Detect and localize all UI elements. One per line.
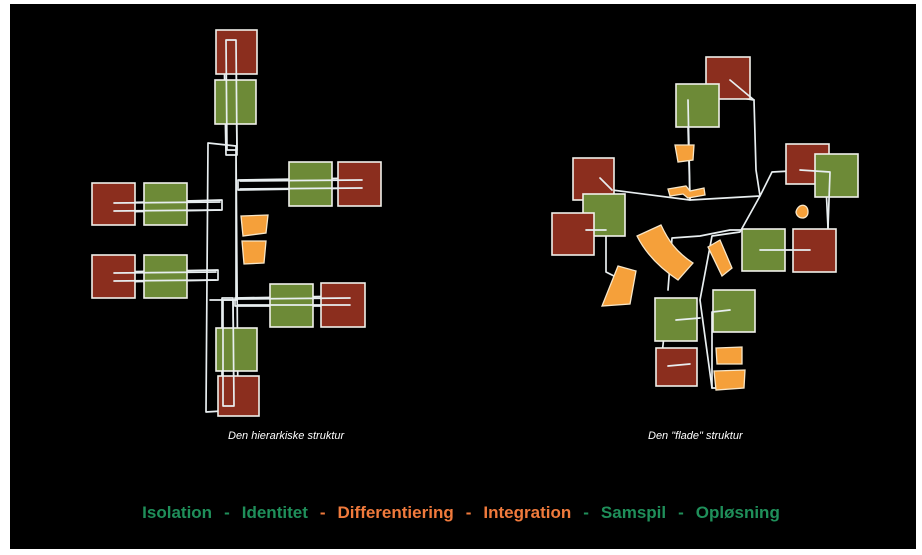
- room-green: [288, 161, 333, 207]
- room-green: [214, 79, 257, 125]
- shared-space: [715, 346, 743, 365]
- shared-space: [713, 369, 746, 391]
- room-red: [217, 375, 260, 417]
- caption-flat: Den "flade" struktur: [648, 430, 743, 442]
- stage-separator: -: [583, 503, 589, 522]
- stage-label: Integration: [483, 503, 572, 522]
- flat-structure-sketch: [551, 56, 859, 391]
- stage-label: Isolation: [142, 503, 213, 522]
- room-red: [572, 157, 615, 201]
- shared-space: [636, 224, 694, 281]
- room-red: [91, 254, 136, 299]
- room-green: [143, 254, 188, 299]
- shared-space: [240, 214, 269, 237]
- room-red: [551, 212, 595, 256]
- stage-label: Differentiering: [337, 503, 454, 522]
- flat-network-path: [579, 95, 829, 389]
- shared-space: [667, 185, 706, 199]
- room-green: [814, 153, 859, 198]
- room-red: [337, 161, 382, 207]
- stage-label: Opløsning: [695, 503, 780, 522]
- stage-separator: -: [465, 503, 472, 522]
- shared-space: [241, 240, 267, 265]
- shared-space: [674, 144, 695, 163]
- corridor-overlay: [113, 39, 363, 407]
- stage-separator: -: [678, 503, 684, 522]
- stages-row: Isolation-Identitet-Differentiering-Inte…: [0, 503, 922, 523]
- room-green: [712, 289, 756, 333]
- stage-label: Samspil: [600, 503, 667, 522]
- room-red: [655, 347, 698, 387]
- shared-space: [601, 265, 637, 307]
- hierarchical-structure-sketch: [91, 29, 382, 417]
- room-green: [143, 182, 188, 226]
- stage-label: Identitet: [241, 503, 308, 522]
- shared-space: [795, 204, 809, 219]
- shared-space: [707, 239, 733, 278]
- caption-hierarchical: Den hierarkiske struktur: [228, 430, 345, 442]
- stage-separator: -: [224, 503, 230, 522]
- room-red: [91, 182, 136, 226]
- room-green: [675, 83, 720, 128]
- stage-separator: -: [319, 503, 326, 522]
